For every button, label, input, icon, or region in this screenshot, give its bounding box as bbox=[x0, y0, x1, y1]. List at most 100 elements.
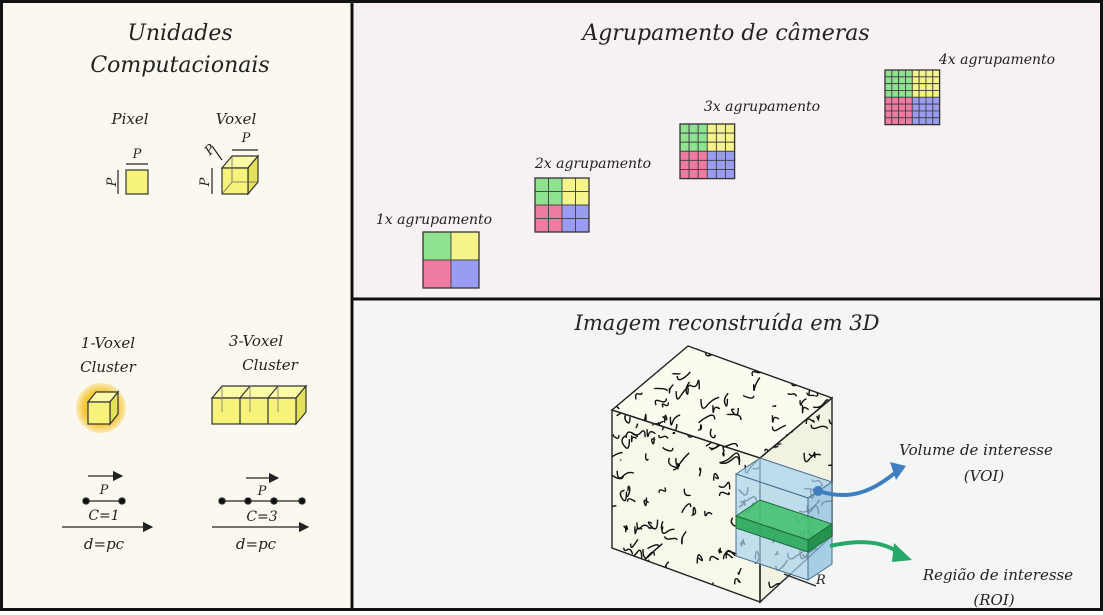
binning-pixel bbox=[423, 260, 451, 288]
binning-pixel bbox=[899, 104, 906, 111]
binning-pixel bbox=[926, 84, 933, 91]
binning-pixel bbox=[680, 160, 689, 169]
binning-1x-label: 1x agrupamento bbox=[376, 212, 492, 228]
binning-pixel bbox=[892, 77, 899, 84]
binning-pixel bbox=[905, 118, 912, 125]
binning-pixel bbox=[912, 90, 919, 97]
binning-pixel bbox=[926, 104, 933, 111]
binning-pixel bbox=[549, 192, 563, 206]
binning-pixel bbox=[698, 142, 707, 151]
binning-pixel bbox=[726, 124, 735, 133]
binning-pixel bbox=[423, 232, 451, 260]
binning-pixel bbox=[892, 104, 899, 111]
binning-pixel bbox=[899, 77, 906, 84]
binning-pixel bbox=[576, 178, 590, 192]
binning-pixel bbox=[726, 151, 735, 160]
binning-pixel bbox=[716, 151, 725, 160]
binning-pixel bbox=[707, 170, 716, 179]
c1-d-formula: d=pc bbox=[84, 535, 125, 553]
binning-pixel bbox=[716, 160, 725, 169]
binning-pixel bbox=[899, 84, 906, 91]
binning-pixel bbox=[716, 142, 725, 151]
binning-pixel bbox=[926, 70, 933, 77]
binning-grid-1x bbox=[423, 232, 479, 288]
binning-pixel bbox=[912, 70, 919, 77]
binning-pixel bbox=[933, 77, 940, 84]
binning-pixel bbox=[919, 84, 926, 91]
binning-pixel bbox=[919, 90, 926, 97]
binning-pixel bbox=[562, 205, 576, 219]
binning-pixel bbox=[698, 124, 707, 133]
binning-pixel bbox=[726, 160, 735, 169]
binning-pixel bbox=[535, 219, 549, 233]
binning-pixel bbox=[698, 160, 707, 169]
binning-pixel bbox=[576, 192, 590, 206]
binning-4x-label: 4x agrupamento bbox=[938, 52, 1055, 68]
binning-pixel bbox=[919, 111, 926, 118]
pixel-dim-top: P bbox=[132, 147, 142, 162]
bottom-title: Imagem reconstruída em 3D bbox=[574, 311, 880, 335]
pixel-label: Pixel bbox=[110, 110, 148, 128]
binning-pixel bbox=[726, 142, 735, 151]
binning-pixel bbox=[726, 170, 735, 179]
binning-pixel bbox=[899, 111, 906, 118]
c3-d-formula: d=pc bbox=[236, 535, 277, 553]
roi-label-line1: Região de interesse bbox=[922, 566, 1073, 584]
binning-pixel bbox=[926, 111, 933, 118]
binning-pixel bbox=[707, 124, 716, 133]
voi-marker bbox=[813, 486, 823, 496]
binning-pixel bbox=[905, 111, 912, 118]
binning-pixel bbox=[905, 70, 912, 77]
voxel-dim-top: P bbox=[241, 131, 251, 146]
binning-pixel bbox=[535, 192, 549, 206]
binning-pixel bbox=[562, 178, 576, 192]
binning-pixel bbox=[535, 178, 549, 192]
binning-pixel bbox=[451, 260, 479, 288]
binning-pixel bbox=[680, 142, 689, 151]
binning-pixel bbox=[562, 219, 576, 233]
binning-pixel bbox=[919, 77, 926, 84]
binning-pixel bbox=[892, 70, 899, 77]
c3-dim-p: P bbox=[257, 484, 267, 499]
binning-pixel bbox=[933, 97, 940, 104]
pore-texture bbox=[672, 373, 680, 374]
cluster3-label-line2: Cluster bbox=[242, 356, 299, 374]
binning-pixel bbox=[899, 118, 906, 125]
binning-pixel bbox=[905, 77, 912, 84]
binning-pixel bbox=[926, 118, 933, 125]
binning-pixel bbox=[919, 97, 926, 104]
binning-pixel bbox=[892, 111, 899, 118]
binning-pixel bbox=[549, 178, 563, 192]
binning-pixel bbox=[905, 104, 912, 111]
binning-pixel bbox=[885, 84, 892, 91]
binning-pixel bbox=[892, 118, 899, 125]
binning-grid-3x bbox=[680, 124, 735, 179]
binning-pixel bbox=[892, 90, 899, 97]
binning-3x-label: 3x agrupamento bbox=[704, 99, 820, 115]
binning-pixel bbox=[899, 90, 906, 97]
binning-2x-label: 2x agrupamento bbox=[534, 156, 651, 172]
binning-pixel bbox=[716, 170, 725, 179]
binning-pixel bbox=[892, 97, 899, 104]
binning-pixel bbox=[926, 97, 933, 104]
binning-pixel bbox=[899, 97, 906, 104]
binning-pixel bbox=[912, 111, 919, 118]
binning-pixel bbox=[885, 97, 892, 104]
binning-pixel bbox=[885, 90, 892, 97]
binning-pixel bbox=[680, 151, 689, 160]
binning-pixel bbox=[885, 118, 892, 125]
binning-pixel bbox=[933, 104, 940, 111]
binning-pixel bbox=[926, 90, 933, 97]
binning-pixel bbox=[919, 118, 926, 125]
binning-pixel bbox=[680, 124, 689, 133]
left-title-line2: Computacionais bbox=[90, 53, 269, 78]
binning-grid-4x bbox=[885, 70, 940, 125]
binning-pixel bbox=[698, 170, 707, 179]
binning-pixel bbox=[689, 160, 698, 169]
binning-pixel bbox=[919, 104, 926, 111]
binning-pixel bbox=[549, 219, 563, 233]
binning-pixel bbox=[933, 118, 940, 125]
pore-texture bbox=[723, 450, 725, 456]
binning-pixel bbox=[680, 133, 689, 142]
